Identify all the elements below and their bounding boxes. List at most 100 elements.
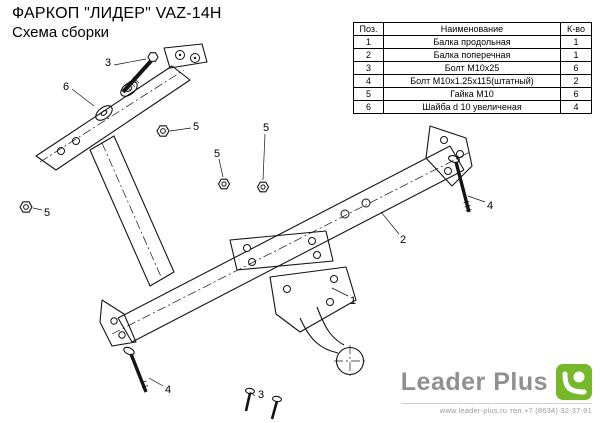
bolt-head <box>448 155 460 163</box>
cell-pos: 3 <box>353 61 384 75</box>
crossbeam-outline <box>117 145 465 343</box>
bolt-shaft <box>129 353 148 393</box>
table-row: 6 Шайба d 10 увеличеная 4 <box>353 100 592 114</box>
col-header-qty: К-во <box>560 22 592 36</box>
beam-end-bracket <box>163 43 208 69</box>
washer <box>95 105 113 121</box>
cell-pos: 4 <box>353 74 384 88</box>
cell-qty: 4 <box>560 100 592 114</box>
washer-inner <box>100 109 108 117</box>
cell-name: Болт М10х1.25х115(штатный) <box>383 74 561 88</box>
callout-3: 3 <box>105 57 111 69</box>
hole <box>308 237 316 245</box>
callout-5: 5 <box>263 122 269 134</box>
hole <box>243 244 251 252</box>
callout-1: 1 <box>350 295 356 307</box>
hole <box>340 209 350 219</box>
plate-outline <box>229 230 334 271</box>
table-row: 1 Балка продольная 1 <box>353 35 592 49</box>
cell-name: Балка продольная <box>383 35 561 49</box>
callout-2: 2 <box>400 234 406 246</box>
longitudinal-beam <box>35 43 208 171</box>
cell-pos: 5 <box>353 87 384 101</box>
table-header-row: Поз. Наименование К-во <box>353 22 592 36</box>
table-row: 3 Болт М10х25 6 <box>353 61 592 75</box>
callout-numbers: 3 6 5 5 5 5 2 1 4 4 3 <box>44 57 493 401</box>
title-block: ФАРКОП "ЛИДЕР" VAZ-14H Схема сборки <box>12 4 222 42</box>
bolt-shaft <box>121 59 153 94</box>
bolt-threads <box>463 201 472 212</box>
nut-hole <box>160 128 166 134</box>
callout-5: 5 <box>44 207 50 219</box>
callout-3: 3 <box>258 389 264 401</box>
nut <box>217 178 231 190</box>
washer-outer <box>120 81 138 97</box>
washer <box>120 81 138 97</box>
brand-contact: www.leader-plus.ru тел.+7 (8634) 32-37-9… <box>400 403 592 415</box>
hole <box>440 136 448 144</box>
bolt-head <box>147 52 159 62</box>
cell-qty: 1 <box>560 35 592 49</box>
ball-neck <box>299 306 345 354</box>
crossbeam <box>99 125 473 347</box>
hole <box>110 317 118 325</box>
hole <box>361 198 371 208</box>
mounting-plate <box>229 230 334 271</box>
bolt-head <box>123 346 135 356</box>
callout-leader-lines <box>32 58 486 397</box>
table-row: 4 Болт М10х1.25х115(штатный) 2 <box>353 74 592 88</box>
ball-bracket <box>269 266 366 377</box>
hole <box>283 285 291 293</box>
cell-name: Болт М10х25 <box>383 61 561 75</box>
cell-pos: 2 <box>353 48 384 62</box>
cell-qty: 6 <box>560 87 592 101</box>
cell-qty: 1 <box>560 48 592 62</box>
washer-inner <box>125 85 133 93</box>
left-flange <box>99 299 137 347</box>
nut-hole <box>260 184 266 190</box>
bolt-shaft <box>244 392 252 412</box>
right-flange <box>425 125 473 187</box>
fasteners <box>19 52 472 420</box>
table-row: 5 Гайка М10 6 <box>353 87 592 101</box>
table-row: 2 Балка поперечная 1 <box>353 48 592 62</box>
hole <box>313 251 321 259</box>
callout-5: 5 <box>193 121 199 133</box>
bracket-outline <box>269 266 357 333</box>
brand-name: Leader Plus <box>400 367 548 396</box>
support-column <box>89 135 175 287</box>
hole-center <box>178 53 182 57</box>
cell-qty: 2 <box>560 74 592 88</box>
page-subtitle: Схема сборки <box>12 24 110 41</box>
hole <box>326 298 334 306</box>
hole <box>72 137 80 145</box>
cell-name: Балка поперечная <box>383 48 561 62</box>
hole-center <box>193 56 197 60</box>
cell-pos: 1 <box>353 35 384 49</box>
callout-5: 5 <box>214 148 220 160</box>
callout-6: 6 <box>63 81 69 93</box>
cell-pos: 6 <box>353 100 384 114</box>
hole <box>118 331 126 339</box>
cell-name: Шайба d 10 увеличеная <box>383 100 561 114</box>
hole <box>330 275 338 283</box>
brand-logo: Leader Plus www.leader-plus.ru тел.+7 (8… <box>400 364 592 415</box>
ball-centerlines <box>334 345 366 377</box>
nut-hole <box>221 181 227 187</box>
column-outline <box>89 135 175 287</box>
callout-4: 4 <box>487 200 493 212</box>
nut <box>156 125 170 137</box>
col-header-name: Наименование <box>383 22 561 36</box>
cell-name: Гайка М10 <box>383 87 561 101</box>
parts-table: Поз. Наименование К-во 1 Балка продольна… <box>353 22 592 114</box>
washer-outer <box>95 105 113 121</box>
nut-hole <box>23 204 29 210</box>
page-title: ФАРКОП "ЛИДЕР" VAZ-14H <box>12 5 222 22</box>
towball-icon <box>556 364 592 400</box>
nut <box>256 181 270 193</box>
bolt-shaft <box>454 161 471 213</box>
callout-4: 4 <box>165 384 171 396</box>
cell-qty: 6 <box>560 61 592 75</box>
